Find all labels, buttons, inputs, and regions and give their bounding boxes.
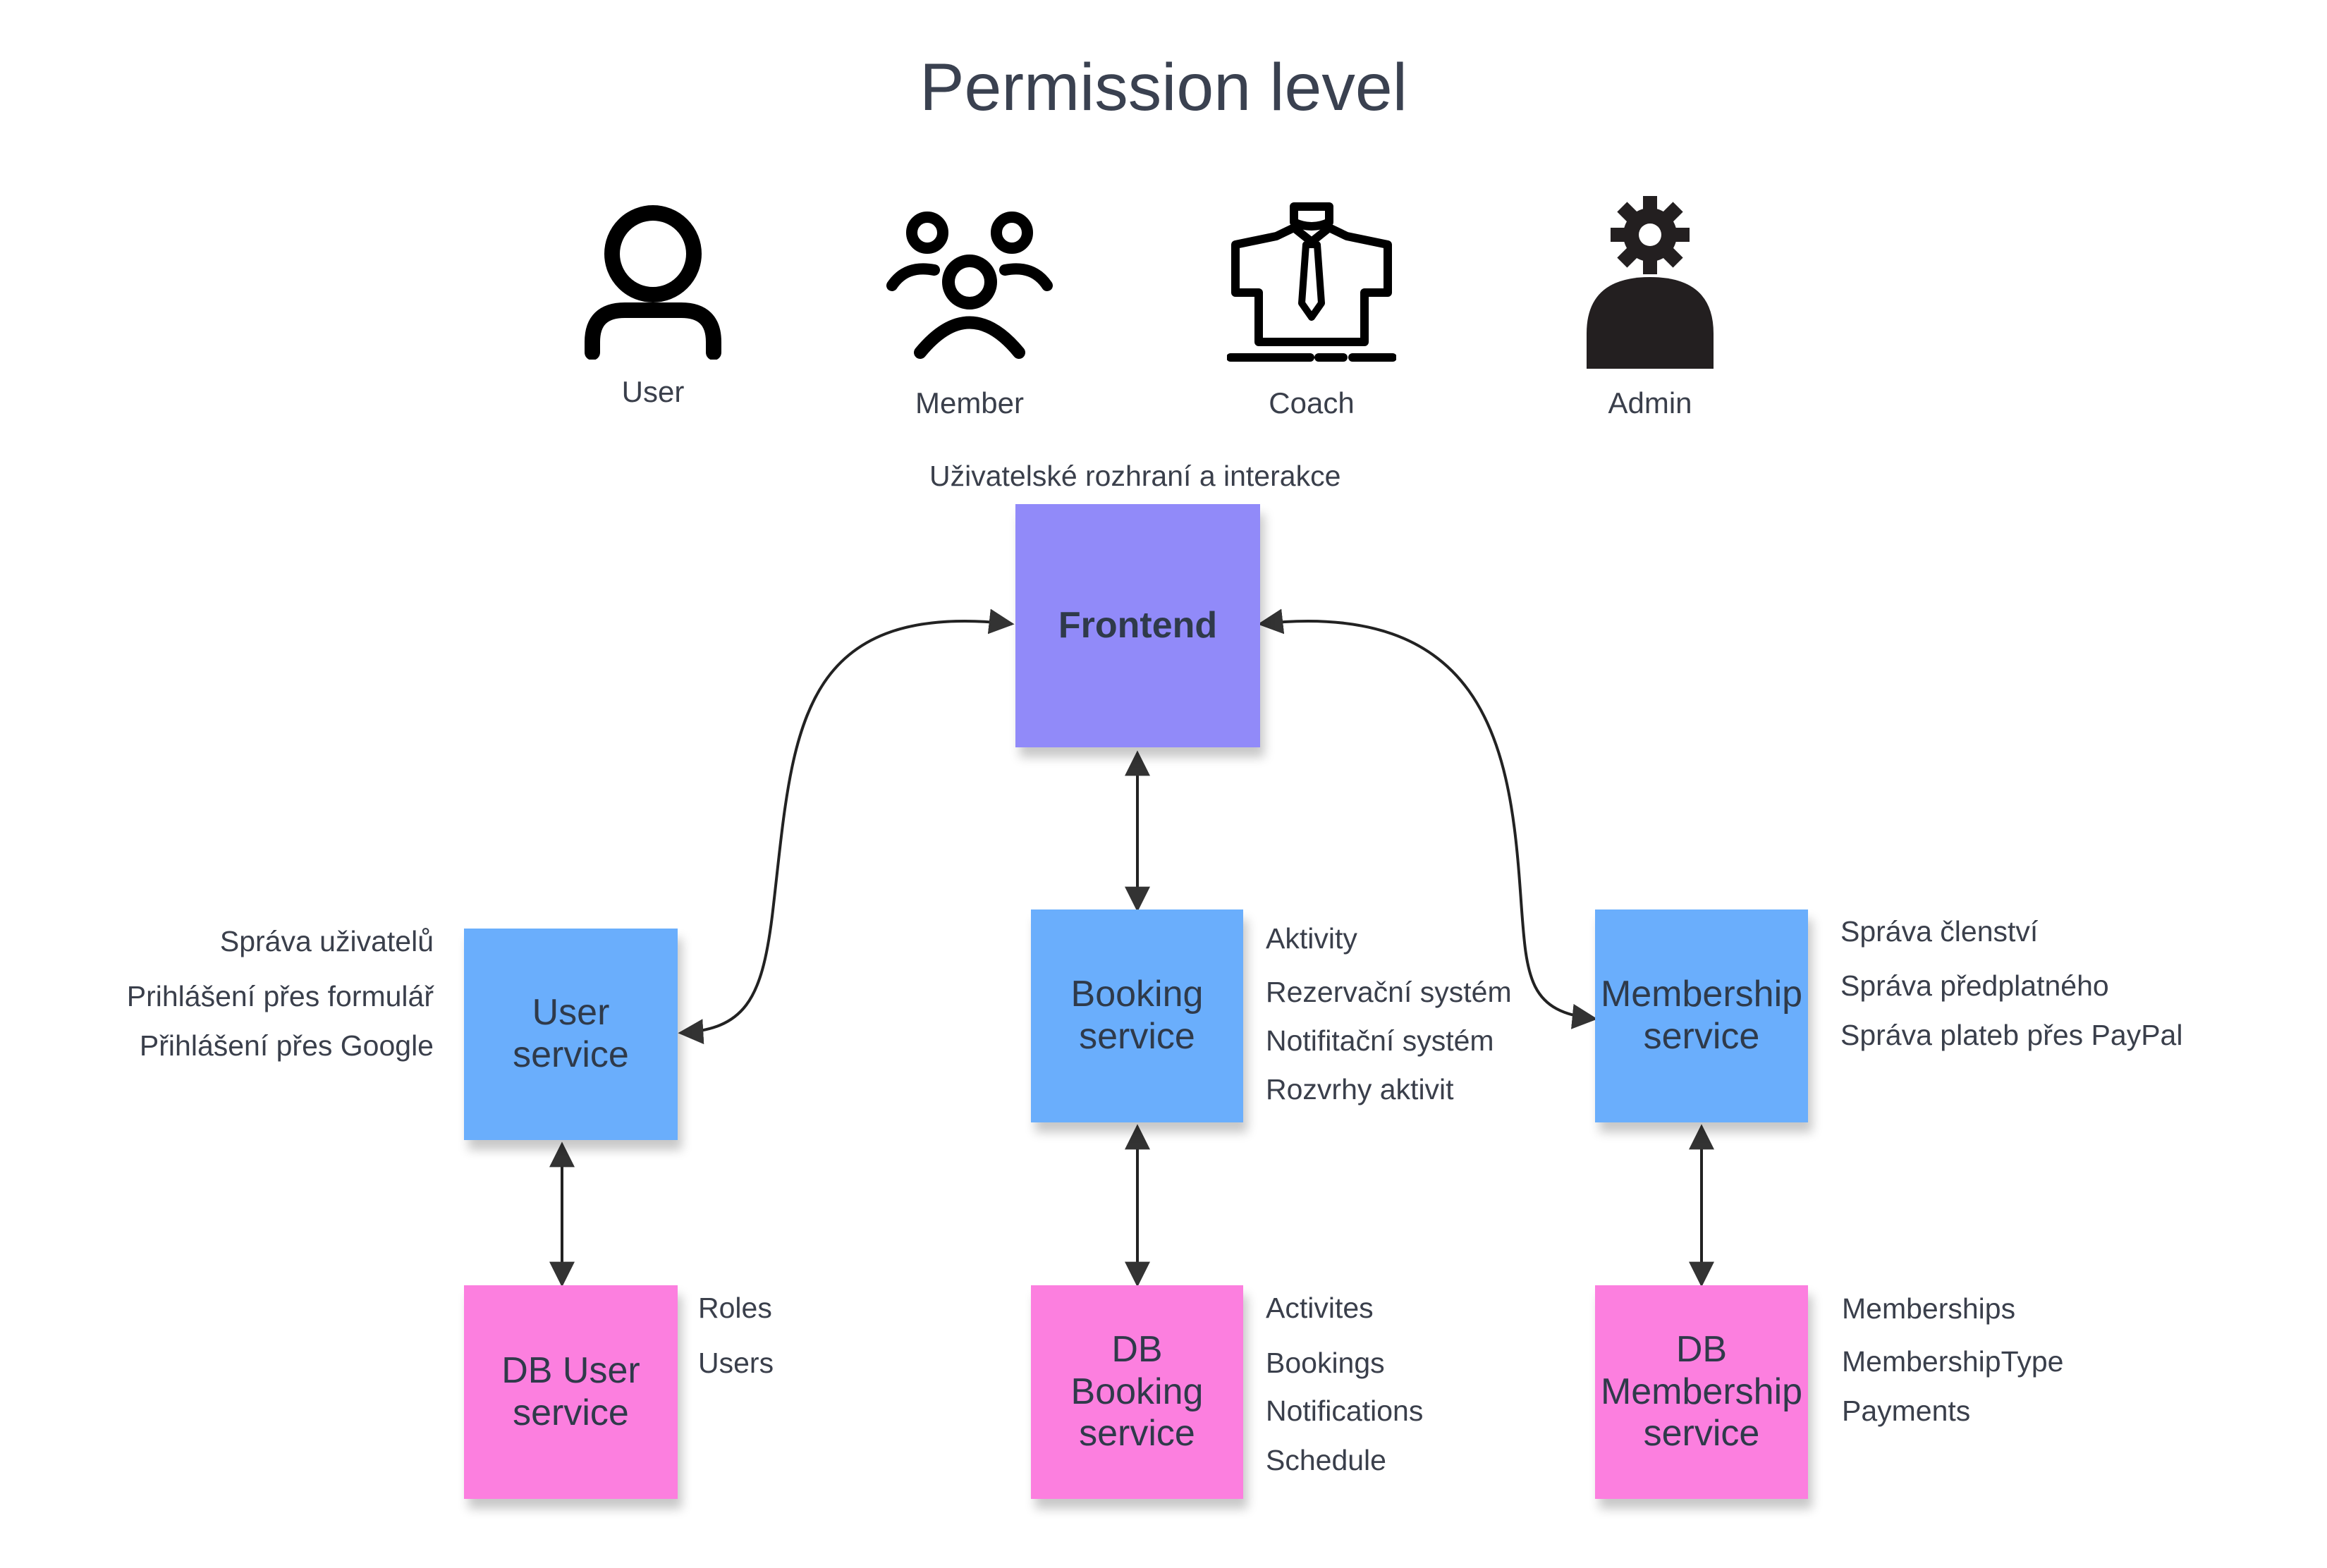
db-membership-service-label: DB Membership service	[1600, 1328, 1803, 1454]
frontend-label: Frontend	[1058, 604, 1218, 646]
group-icon	[885, 208, 1054, 363]
booking-service-box[interactable]: Booking service	[1031, 909, 1243, 1122]
user-service-label: User service	[513, 992, 629, 1075]
membership-service-note: Správa plateb přes PayPal	[1840, 1019, 2183, 1051]
db-table-label: Memberships	[1842, 1292, 2016, 1325]
user-service-note: Správa uživatelů	[219, 925, 434, 957]
frontend-caption: Uživatelské rozhraní a interakce	[929, 460, 1341, 492]
booking-service-note: Aktivity	[1266, 922, 1357, 955]
db-table-label: Activites	[1266, 1292, 1374, 1324]
coach-icon	[1227, 201, 1396, 370]
connector-frontend-user-service	[678, 608, 1015, 1045]
membership-service-label: Membership service	[1600, 974, 1803, 1057]
membership-service-box[interactable]: Membership service	[1595, 909, 1808, 1122]
booking-service-note: Rozvrhy aktivit	[1266, 1073, 1454, 1105]
frontend-box[interactable]: Frontend	[1015, 504, 1260, 747]
user-icon	[582, 204, 723, 360]
booking-service-note: Rezervační systém	[1266, 976, 1512, 1008]
db-booking-service-label: DB Booking service	[1070, 1328, 1204, 1454]
role-label-user: User	[621, 375, 685, 408]
db-user-service-box[interactable]: DB User service	[464, 1285, 678, 1499]
diagram-title: Permission level	[920, 50, 1407, 125]
booking-service-label: Booking service	[1070, 974, 1204, 1057]
db-table-label: Bookings	[1266, 1347, 1385, 1379]
db-booking-service-box[interactable]: DB Booking service	[1031, 1285, 1243, 1499]
user-service-note: Prihlášení přes formulář	[126, 980, 434, 1012]
db-table-label: Users	[698, 1347, 774, 1379]
role-label-coach: Coach	[1269, 386, 1355, 419]
admin-icon	[1580, 196, 1721, 372]
user-service-note: Přihlášení přes Google	[139, 1029, 434, 1062]
db-table-label: Notifications	[1266, 1395, 1424, 1427]
role-label-member: Member	[915, 386, 1025, 419]
db-user-service-label: DB User service	[501, 1349, 640, 1433]
db-table-label: Roles	[698, 1292, 772, 1324]
connector-frontend-membership-service	[1257, 608, 1598, 1029]
membership-service-note: Správa předplatného	[1840, 969, 2109, 1002]
booking-service-note: Notifitační systém	[1266, 1024, 1494, 1057]
db-table-label: Payments	[1842, 1395, 1971, 1427]
role-label-admin: Admin	[1608, 386, 1692, 419]
db-membership-service-box[interactable]: DB Membership service	[1595, 1285, 1808, 1499]
db-table-label: MembershipType	[1842, 1345, 2064, 1378]
user-service-box[interactable]: User service	[464, 929, 678, 1140]
membership-service-note: Správa členství	[1840, 915, 2039, 948]
db-table-label: Schedule	[1266, 1444, 1386, 1476]
